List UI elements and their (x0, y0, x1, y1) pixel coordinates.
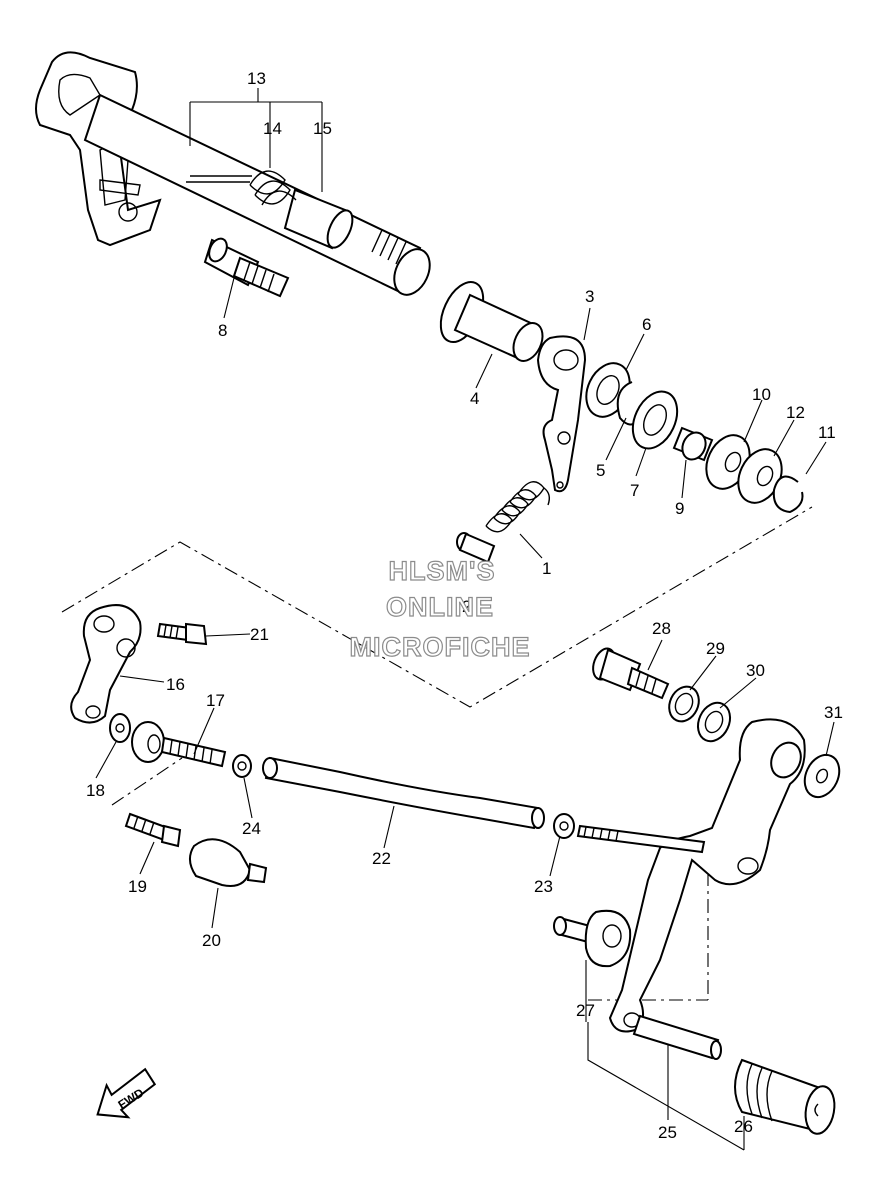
callout-31: 31 (824, 703, 843, 722)
callout-10: 10 (752, 385, 771, 404)
bolt-21 (156, 622, 208, 646)
rod-end-27 (553, 909, 632, 968)
bolt-19 (124, 812, 182, 848)
washer-12 (737, 448, 783, 504)
callout-labels: 1 2 3 4 5 6 7 8 9 10 11 12 13 14 15 16 1… (86, 69, 843, 1142)
rubber-26 (734, 1058, 836, 1135)
callout-8: 8 (218, 321, 227, 340)
watermark-line-3: MICROFICHE (350, 632, 531, 662)
lever-3 (536, 335, 587, 493)
callout-26: 26 (734, 1117, 753, 1136)
callout-24: 24 (242, 819, 261, 838)
collar-24 (232, 754, 252, 778)
bolt-28 (592, 647, 670, 700)
callout-25: 25 (658, 1123, 677, 1142)
washer-31 (803, 753, 841, 799)
callout-22: 22 (372, 849, 391, 868)
callout-1: 1 (542, 559, 551, 578)
callout-18: 18 (86, 781, 105, 800)
callout-17: 17 (206, 691, 225, 710)
callout-28: 28 (652, 619, 671, 638)
watermark-line-2: ONLINE (386, 592, 494, 622)
callout-16: 16 (166, 675, 185, 694)
callout-4: 4 (470, 389, 479, 408)
collar-4 (439, 281, 544, 362)
callout-11: 11 (818, 423, 836, 442)
shift-pedal-25 (576, 718, 806, 1060)
washer-29 (668, 685, 700, 723)
spring-1 (485, 481, 551, 533)
washer-18 (109, 713, 131, 743)
washer-30 (696, 701, 732, 743)
watermark-line-1: HLSM'S (389, 556, 496, 586)
bolt-8 (203, 237, 290, 298)
pin-2 (456, 532, 496, 564)
pedal-outline (588, 845, 709, 1001)
callout-21: 21 (250, 625, 269, 644)
callout-2: 2 (462, 597, 471, 616)
callout-3: 3 (585, 287, 594, 306)
forward-direction-marker: FWD (96, 1067, 157, 1119)
callout-9: 9 (675, 499, 684, 518)
callout-20: 20 (202, 931, 221, 950)
callout-6: 6 (642, 315, 651, 334)
callout-29: 29 (706, 639, 725, 658)
ball-joint-17 (131, 721, 227, 768)
leader-lines (95, 88, 835, 1151)
collar-23 (553, 813, 575, 839)
callout-13: 13 (247, 69, 266, 88)
callout-14: 14 (263, 119, 282, 138)
callout-19: 19 (128, 877, 147, 896)
callout-15: 15 (313, 119, 332, 138)
bushing-9 (672, 426, 714, 462)
cap-20 (189, 838, 268, 887)
group-outline (61, 506, 813, 708)
group-outline-lower (111, 757, 183, 806)
washer-7 (631, 390, 679, 450)
shift-rod-22 (262, 756, 545, 830)
callout-7: 7 (630, 481, 639, 500)
circlip-11 (772, 475, 804, 514)
callout-27: 27 (576, 1001, 595, 1020)
callout-12: 12 (786, 403, 805, 422)
shift-arm-16 (70, 604, 142, 724)
callout-30: 30 (746, 661, 765, 680)
callout-5: 5 (596, 461, 605, 480)
watermark: HLSM'S ONLINE MICROFICHE (349, 555, 531, 662)
callout-23: 23 (534, 877, 553, 896)
shift-shaft (35, 51, 431, 296)
